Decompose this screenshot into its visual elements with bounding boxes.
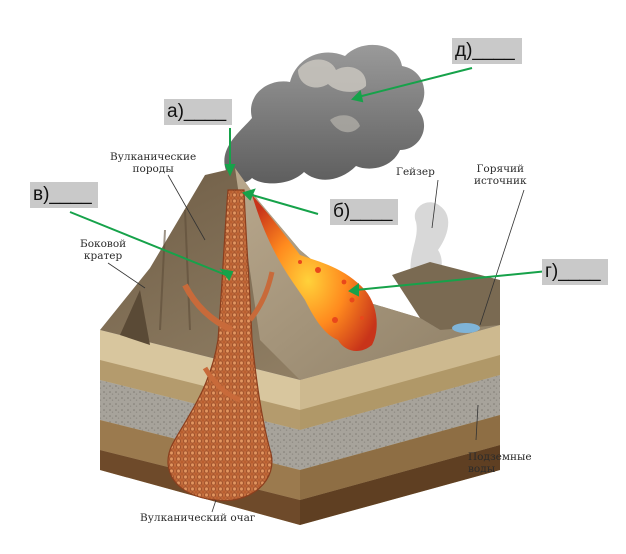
- label-volcanic-rocks: Вулканические породы: [110, 151, 197, 175]
- answer-box-g[interactable]: г)____: [542, 259, 608, 285]
- answer-box-b[interactable]: б)____: [330, 199, 398, 225]
- hot-spring-pool: [452, 323, 480, 333]
- label-volcanic-chamber: Вулканический очаг: [140, 512, 256, 524]
- answer-pointers: [69, 67, 549, 297]
- magma-conduit: [167, 189, 275, 502]
- answer-box-v[interactable]: в)____: [30, 182, 98, 208]
- lava-spatter: [298, 260, 364, 323]
- label-hot-spring: Горячий источник: [474, 163, 527, 187]
- label-ground-water: Подземные воды: [468, 451, 532, 475]
- leader-lines: [107, 174, 525, 513]
- answer-box-a[interactable]: а)____: [164, 99, 232, 125]
- answer-box-d[interactable]: д)____: [452, 38, 522, 64]
- label-side-crater: Боковой кратер: [80, 238, 127, 262]
- ash-cloud: [224, 44, 425, 184]
- lava-flow: [252, 195, 377, 352]
- label-geyser: Гейзер: [396, 166, 435, 178]
